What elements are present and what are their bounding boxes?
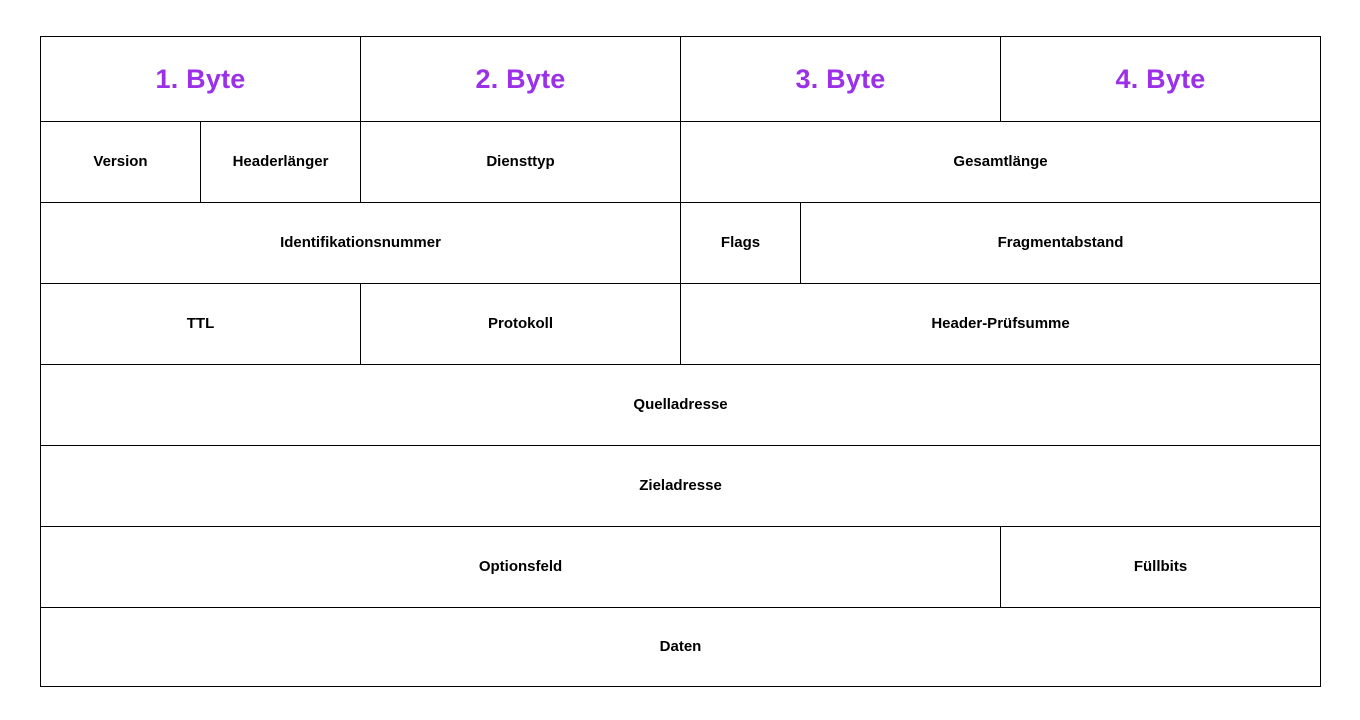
field-fragment-offset: Fragmentabstand [800, 202, 1322, 284]
byte-header-4: 4. Byte [1000, 36, 1322, 122]
byte-header-2: 2. Byte [360, 36, 682, 122]
field-ttl: TTL [39, 283, 362, 365]
field-destination-address: Zieladresse [39, 445, 1322, 527]
field-version: Version [40, 121, 201, 203]
row-source-address: Quelladresse [39, 364, 1322, 446]
field-header-length: Headerlänger [199, 121, 362, 203]
row-identification: Identifikationsnummer Flags Fragmentabst… [39, 202, 1322, 284]
field-source-address: Quelladresse [39, 364, 1322, 446]
field-data: Daten [39, 607, 1322, 687]
row-options: Optionsfeld Füllbits [39, 526, 1322, 608]
ip-header-table: 1. Byte 2. Byte 3. Byte 4. Byte Version … [39, 36, 1322, 687]
field-padding-bits: Füllbits [1000, 526, 1322, 608]
field-flags: Flags [680, 202, 802, 284]
field-service-type: Diensttyp [360, 121, 682, 203]
row-destination-address: Zieladresse [39, 445, 1322, 527]
byte-header-3: 3. Byte [680, 36, 1002, 122]
field-identification-number: Identifikationsnummer [39, 202, 682, 284]
row-version: Version Headerlänger Diensttyp Gesamtlän… [40, 121, 1322, 203]
field-options: Optionsfeld [39, 526, 1002, 608]
byte-ruler-row: 1. Byte 2. Byte 3. Byte 4. Byte [39, 36, 1322, 122]
row-data: Daten [39, 607, 1322, 687]
field-header-checksum: Header-Prüfsumme [680, 283, 1322, 365]
field-protocol: Protokoll [360, 283, 682, 365]
byte-header-1: 1. Byte [39, 36, 362, 122]
field-total-length: Gesamtlänge [680, 121, 1322, 203]
row-ttl: TTL Protokoll Header-Prüfsumme [39, 283, 1322, 365]
